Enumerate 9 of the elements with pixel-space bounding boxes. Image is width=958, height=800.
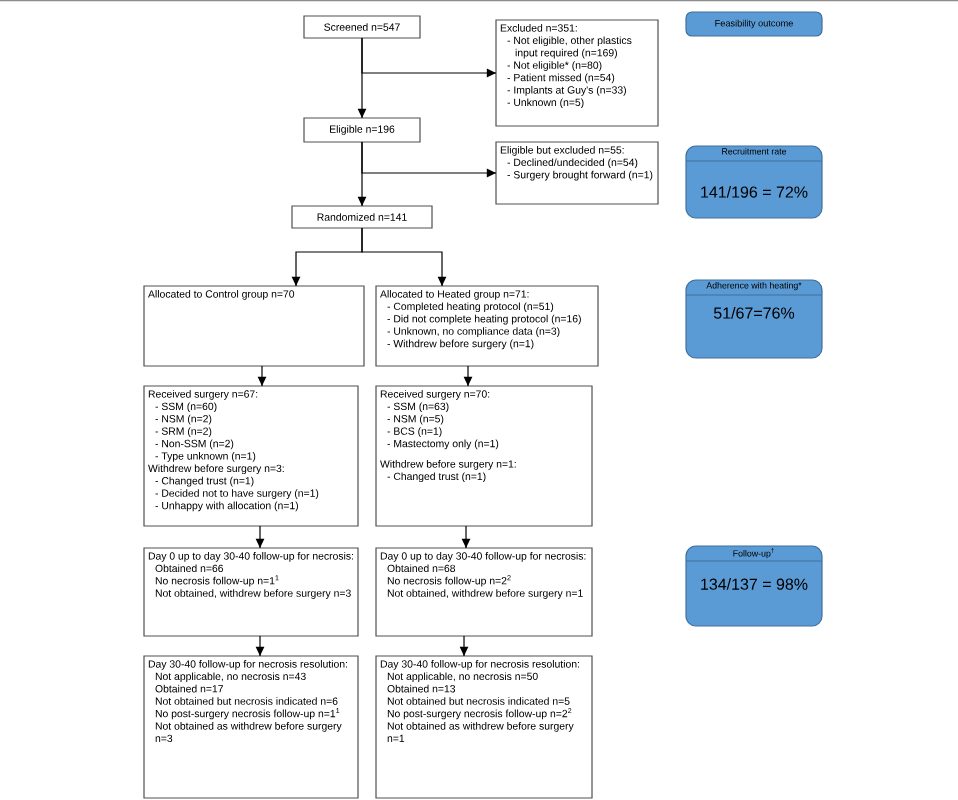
arrow <box>461 525 471 549</box>
arrow <box>463 365 473 387</box>
arrow <box>361 141 497 178</box>
arrow <box>255 525 265 549</box>
arrow <box>361 37 497 78</box>
arrow <box>361 227 447 287</box>
arrow <box>257 365 267 387</box>
arrow <box>459 635 469 657</box>
arrow <box>255 635 265 657</box>
